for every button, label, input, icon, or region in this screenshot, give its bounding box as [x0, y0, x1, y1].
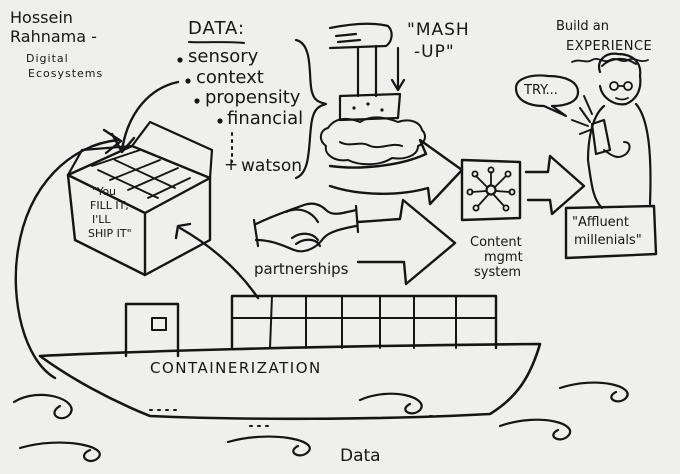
- ship-to-box-arrow: [178, 226, 260, 300]
- box-text-line1: "You: [92, 185, 117, 198]
- data-heading-underline: [188, 41, 245, 44]
- data-heading: DATA:: [188, 18, 246, 39]
- cms-line3: system: [474, 265, 521, 280]
- audience-line2: millenials": [574, 233, 642, 248]
- experience-underline: [571, 57, 649, 63]
- person-with-phone-icon: [571, 52, 652, 210]
- mashup-line1: "MASH: [407, 20, 470, 40]
- list-brace: [294, 38, 328, 180]
- box-text-line4: SHIP IT": [88, 227, 132, 240]
- container-ship: [38, 294, 542, 421]
- experience-line1: Build an: [556, 19, 609, 34]
- data-item-sensory: sensory: [188, 46, 259, 67]
- loop-arrow: [14, 138, 120, 380]
- mashup-line2: -UP": [414, 42, 455, 62]
- experience-line2: EXPERIENCE: [566, 39, 653, 54]
- sea-waves: [12, 381, 629, 463]
- list-bullets: [177, 57, 223, 124]
- box-text-line3: I'LL: [92, 213, 111, 226]
- mashup-cake-icon: [320, 22, 426, 166]
- data-item-context: context: [196, 67, 264, 88]
- ship-to-box-arrowhead: [174, 222, 192, 240]
- loop-arrowhead: [102, 128, 123, 155]
- footer-data-label: Data: [340, 446, 381, 466]
- data-item-financial: financial: [227, 108, 304, 129]
- speaker-name-line1: Hossein: [10, 8, 73, 27]
- cms-to-person-arrow: [524, 154, 586, 216]
- ship-label: CONTAINERIZATION: [150, 359, 322, 377]
- cms-line1: Content: [470, 235, 522, 250]
- data-item-watson: watson: [241, 156, 303, 176]
- try-bubble-text: TRY...: [524, 83, 558, 98]
- audience-line1: "Affluent: [572, 215, 630, 230]
- data-item-watson-plus: +: [224, 155, 239, 175]
- open-box: [66, 120, 214, 277]
- box-text-line2: FILL IT,: [90, 199, 129, 212]
- try-speech-bubble: [514, 74, 580, 118]
- cms-line2: mgmt: [484, 250, 523, 265]
- speaker-name-line2: Rahnama -: [10, 27, 97, 46]
- speaker-topic-line1: Digital: [26, 52, 69, 65]
- audience-box: [564, 204, 658, 260]
- mashup-to-cms-arrow: [328, 138, 464, 206]
- list-to-box-arrow: [120, 80, 180, 152]
- data-item-propensity: propensity: [205, 87, 301, 108]
- speaker-topic-line2: Ecosystems: [28, 67, 104, 80]
- partnerships-label: partnerships: [254, 260, 349, 278]
- partnerships-to-cms-arrow: [356, 198, 457, 286]
- handshake-icon: [252, 202, 360, 253]
- cms-network-icon: [460, 158, 522, 222]
